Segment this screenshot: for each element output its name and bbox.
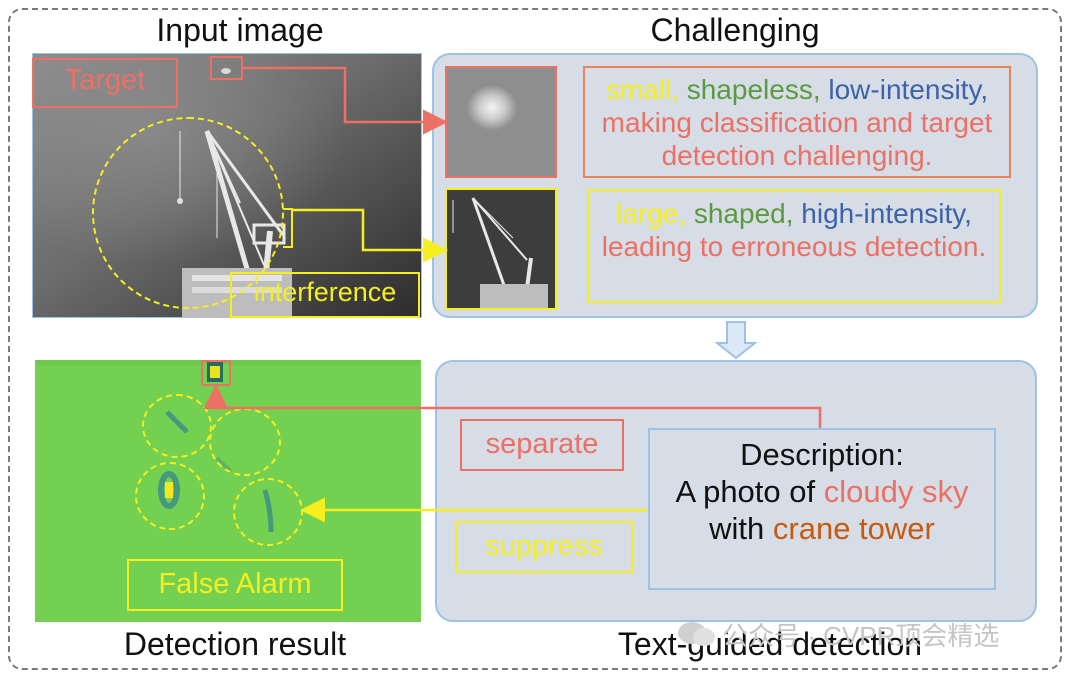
word-high-intensity: high-intensity, — [801, 198, 972, 229]
target-label: Target — [64, 64, 146, 96]
false-alarm-circle-3 — [135, 462, 205, 530]
interference-label: interference — [253, 277, 397, 307]
interference-crop — [445, 188, 557, 310]
interference-dashed-circle — [92, 117, 284, 309]
wechat-logo-icon — [678, 622, 715, 646]
suppress-label: suppress — [485, 530, 603, 562]
interference-label-box — [230, 272, 420, 318]
small-target-description-box — [583, 66, 1011, 178]
interference-consequence: leading to erroneous detection. — [601, 231, 987, 262]
crane-tower-phrase: crane tower — [772, 511, 935, 546]
panel-flow-down-arrow — [714, 321, 758, 360]
watermark-text: 公众号 · CVPR顶会精选 — [722, 621, 1000, 651]
separate-to-target-arrow — [203, 384, 822, 428]
separate-label: separate — [485, 428, 599, 460]
word-low-intensity: low-intensity, — [828, 74, 989, 105]
word-shaped: shaped, — [693, 198, 794, 229]
description-text: Description: A photo of cloudy sky with … — [650, 436, 994, 547]
target-to-crop-arrow — [243, 66, 448, 135]
false-alarm-box — [127, 559, 343, 611]
separate-box — [460, 419, 624, 471]
false-alarm-circle-1 — [142, 394, 212, 458]
target-label-box — [32, 58, 178, 108]
interference-to-crop-arrow — [293, 208, 448, 263]
description-title: Description: — [740, 437, 904, 472]
small-target-consequence: making classification and target detecti… — [601, 107, 993, 171]
target-marker-box — [210, 56, 243, 80]
false-alarm-label: False Alarm — [158, 568, 312, 600]
description-prefix: A photo of — [675, 474, 816, 509]
with-word: with — [709, 511, 765, 546]
interference-description: large, shaped, high-intensity, leading t… — [592, 197, 996, 263]
small-target-crop — [445, 66, 557, 178]
interference-description-box — [587, 189, 1001, 303]
suppress-box — [455, 521, 633, 573]
outer-dashed-frame — [8, 8, 1062, 670]
heading-text-guided-detection: Text-guided detection — [617, 626, 923, 662]
heading-input-image: Input image — [156, 12, 324, 48]
cloudy-sky-phrase: cloudy sky — [823, 474, 969, 509]
small-target-description: small, shapeless, low-intensity, making … — [588, 73, 1006, 172]
word-large: large, — [616, 198, 687, 229]
heading-detection-result: Detection result — [123, 626, 347, 662]
word-small: small, — [605, 74, 679, 105]
heading-challenging: Challenging — [650, 12, 820, 48]
text-guided-panel — [435, 360, 1037, 622]
description-box — [648, 428, 996, 590]
interference-marker — [283, 208, 293, 248]
word-shapeless: shapeless, — [686, 74, 821, 105]
